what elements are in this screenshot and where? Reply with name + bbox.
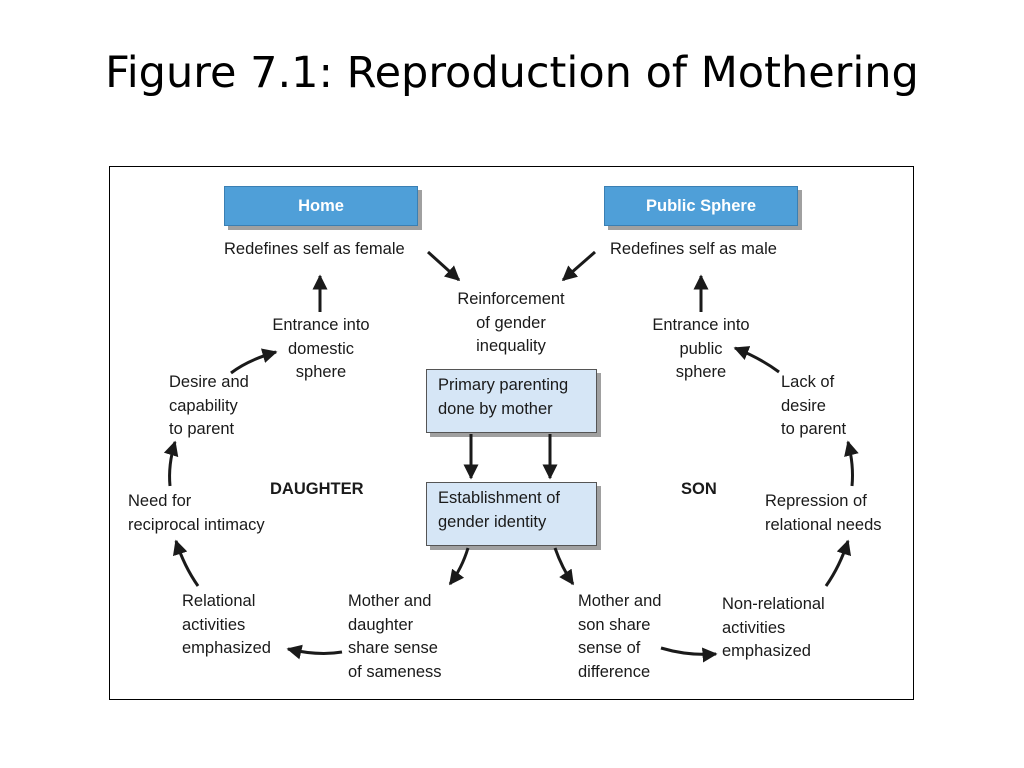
arrow-son-to-nonrelational (660, 646, 718, 663)
arrow-relational-to-intimacy (172, 539, 200, 587)
arrow-lack-to-public (733, 346, 780, 374)
entrance-domestic-label: Entrance into domestic sphere (272, 316, 370, 381)
nonrelational-activities-label: Non-relational activities emphasized (722, 595, 825, 660)
arrow-repression-to-lack (844, 440, 859, 487)
relational-activities-label: Relational activities emphasized (182, 592, 271, 657)
entrance-public-label: Entrance into public sphere (652, 316, 750, 381)
arrow-daughter-to-relational (286, 644, 343, 660)
son-label: SON (681, 480, 717, 498)
arrow-intimacy-to-desire (163, 440, 179, 487)
diagram-frame (109, 166, 914, 700)
arrow-male-to-reinforcement (561, 250, 596, 282)
public-sphere-box: Public Sphere (604, 186, 798, 226)
home-box: Home (224, 186, 418, 226)
establishment-box: Establishment of gender identity (426, 482, 597, 546)
reinforcement-label: Reinforcement of gender inequality (457, 290, 565, 355)
redefines-female-label: Redefines self as female (224, 240, 405, 258)
daughter-label: DAUGHTER (270, 480, 364, 498)
mother-daughter-label: Mother and daughter share sense of samen… (348, 592, 442, 681)
lack-desire-label: Lack of desire to parent (781, 373, 847, 438)
slide-title: Figure 7.1: Reproduction of Mothering (105, 48, 919, 98)
repression-label: Repression of relational needs (765, 492, 882, 534)
desire-capability-label: Desire and capability to parent (169, 373, 249, 438)
redefines-male-label: Redefines self as male (610, 240, 777, 258)
arrow-nonrelational-to-repression (824, 539, 852, 587)
mother-son-label: Mother and son share sense of difference (578, 592, 662, 681)
arrow-female-to-reinforcement (426, 250, 461, 282)
primary-parenting-box: Primary parenting done by mother (426, 369, 597, 433)
arrow-establishment-to-son (553, 547, 575, 586)
need-intimacy-label: Need for reciprocal intimacy (128, 492, 265, 534)
arrow-desire-to-domestic (230, 348, 278, 375)
arrow-establishment-to-daughter (448, 547, 470, 586)
